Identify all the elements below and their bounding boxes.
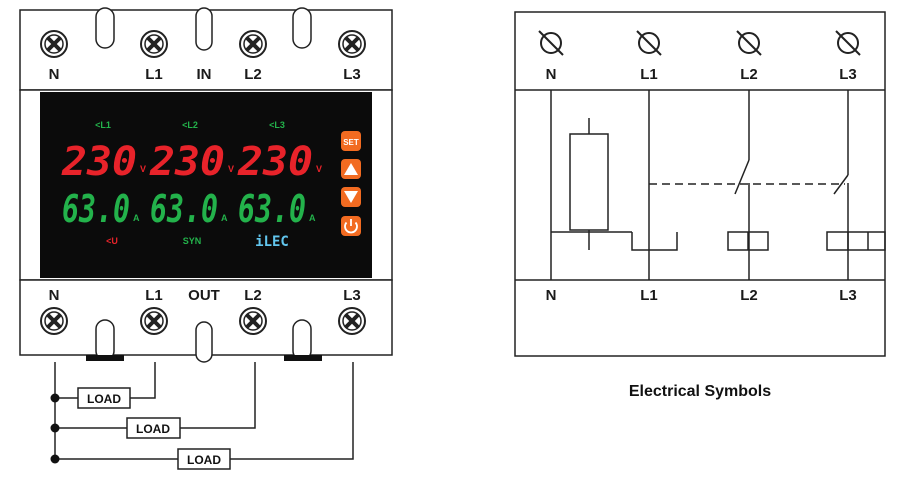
voltage-readout-l3: 230 <box>237 139 313 185</box>
top-terminal-label-l2: L2 <box>244 66 262 83</box>
load-wiring <box>54 362 354 460</box>
current-unit-l1: A <box>133 213 140 223</box>
din-clip-right <box>284 355 322 361</box>
din-slot-top-right <box>292 7 312 49</box>
terminal-symbol-l2-icon <box>736 30 762 56</box>
schematic-lines <box>550 90 886 280</box>
current-unit-l3: A <box>309 213 316 223</box>
voltage-unit-l3: V <box>316 164 322 174</box>
voltage-readout-l1: 230 <box>61 139 137 185</box>
power-icon <box>344 219 358 234</box>
set-button-label: SET <box>343 138 359 147</box>
top-terminal-label-l1: L1 <box>145 66 163 83</box>
bottom-terminal-label-l3: L3 <box>343 287 361 304</box>
down-button[interactable] <box>341 187 361 207</box>
screw-terminal-bottom-n-icon <box>40 307 68 335</box>
top-terminal-label-l3: L3 <box>343 66 361 83</box>
current-unit-l2: A <box>221 213 228 223</box>
screw-terminal-bottom-l1-icon <box>140 307 168 335</box>
undervoltage-indicator: <U <box>106 236 118 246</box>
din-clip-left <box>86 355 124 361</box>
up-arrow-icon <box>344 163 358 175</box>
power-button[interactable] <box>341 216 361 236</box>
display-panel <box>40 92 372 278</box>
voltage-unit-l1: V <box>140 164 146 174</box>
symbol-bottom-label-l1: L1 <box>640 287 658 304</box>
top-terminal-label-in: IN <box>197 66 212 83</box>
screw-terminal-top-l3-icon <box>338 30 366 58</box>
screw-terminal-bottom-l3-icon <box>338 307 366 335</box>
load-label-3: LOAD <box>187 453 221 467</box>
din-slot-bottom-right <box>292 319 312 361</box>
current-readout-l3: 63.0 <box>238 187 306 231</box>
current-readout-l2: 63.0 <box>150 187 218 231</box>
voltage-unit-l2: V <box>228 164 234 174</box>
device-bottom-housing <box>19 279 393 356</box>
screw-terminal-top-l1-icon <box>140 30 168 58</box>
bottom-terminal-label-out: OUT <box>188 287 220 304</box>
symbol-bottom-label-n: N <box>546 287 557 304</box>
phase-label-l1: <L1 <box>95 120 111 130</box>
load-box-3: LOAD <box>177 448 231 470</box>
voltage-readout-l2: 230 <box>149 139 225 185</box>
load-box-1: LOAD <box>77 387 131 409</box>
symbol-top-label-n: N <box>546 66 557 83</box>
current-readout-l1: 63.0 <box>62 187 130 231</box>
set-button[interactable]: SET <box>341 131 361 151</box>
terminal-symbol-l3-icon <box>835 30 861 56</box>
load-label-2: LOAD <box>136 422 170 436</box>
symbol-bottom-label-l2: L2 <box>740 287 758 304</box>
screw-terminal-bottom-l2-icon <box>239 307 267 335</box>
brand-logo: iLEC <box>255 234 289 250</box>
din-slot-top-left <box>95 7 115 49</box>
up-button[interactable] <box>341 159 361 179</box>
meter-device: N L1 IN L2 L3 N L1 OUT L2 L3 <L1 <L2 <L3… <box>19 7 393 470</box>
electrical-symbols-diagram: N L1 L2 L3 N L1 L2 L3 <box>514 11 886 400</box>
junction-dot-2 <box>50 423 60 433</box>
symbol-bottom-label-l3: L3 <box>839 287 857 304</box>
din-slot-bottom-left <box>95 319 115 361</box>
sync-indicator: SYN <box>183 236 202 246</box>
symbol-top-label-l1: L1 <box>640 66 658 83</box>
symbol-top-label-l2: L2 <box>740 66 758 83</box>
symbols-caption: Electrical Symbols <box>629 383 771 400</box>
bottom-terminal-label-n: N <box>49 287 60 304</box>
terminal-symbol-n-icon <box>538 30 564 56</box>
junction-dot-3 <box>50 454 60 464</box>
din-slot-top-center <box>195 7 213 51</box>
phase-label-l3: <L3 <box>269 120 285 130</box>
load-box-2: LOAD <box>126 417 181 439</box>
junction-dot-1 <box>50 393 60 403</box>
bottom-terminal-label-l1: L1 <box>145 287 163 304</box>
bottom-terminal-label-l2: L2 <box>244 287 262 304</box>
screw-terminal-top-l2-icon <box>239 30 267 58</box>
screw-terminal-top-n-icon <box>40 30 68 58</box>
din-slot-bottom-center <box>195 321 213 363</box>
phase-label-l2: <L2 <box>182 120 198 130</box>
down-arrow-icon <box>344 191 358 203</box>
load-label-1: LOAD <box>87 392 121 406</box>
top-terminal-label-n: N <box>49 66 60 83</box>
symbol-top-label-l3: L3 <box>839 66 857 83</box>
terminal-symbol-l1-icon <box>636 30 662 56</box>
